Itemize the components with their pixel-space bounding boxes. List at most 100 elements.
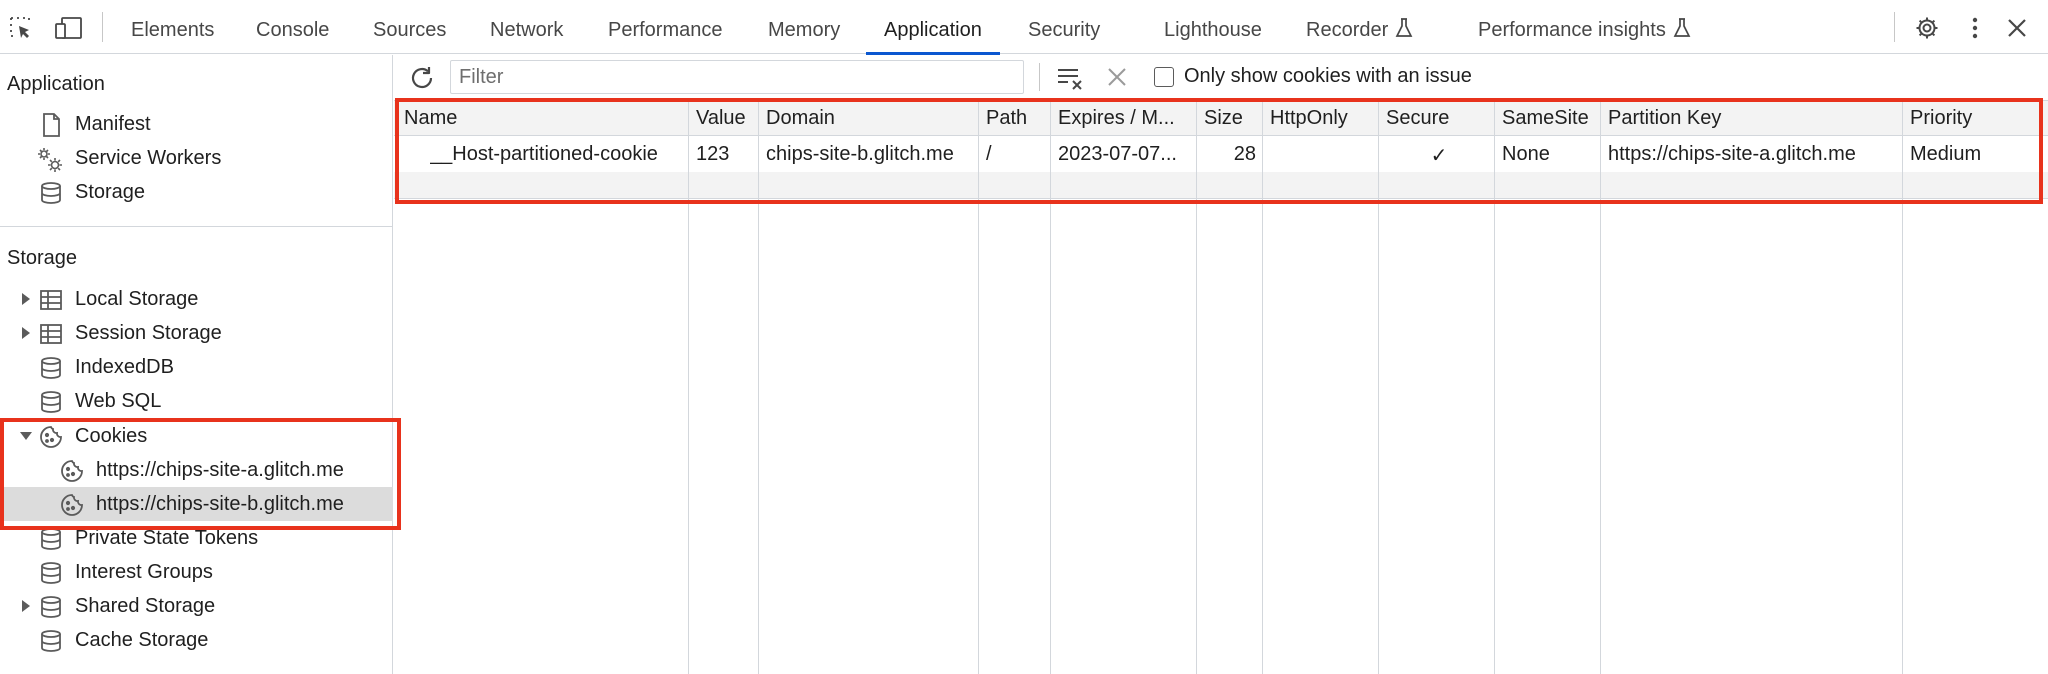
cookie-priority-cell[interactable]: Medium bbox=[1910, 143, 1982, 165]
sidebar-item-label: Local Storage bbox=[75, 288, 199, 310]
cookie-size-cell[interactable]: 28 bbox=[1233, 143, 1256, 165]
sidebar-item-private-state-tokens[interactable]: Private State Tokens bbox=[0, 521, 393, 555]
column-header-secure[interactable]: Secure bbox=[1386, 107, 1450, 129]
device-toolbar-icon[interactable] bbox=[54, 15, 82, 41]
table-icon bbox=[38, 287, 64, 313]
sidebar-item-label: Shared Storage bbox=[75, 595, 216, 617]
column-header-size[interactable]: Size bbox=[1204, 107, 1243, 129]
sidebar-item-label: https://chips-site-a.glitch.me bbox=[96, 459, 344, 481]
expand-arrow-icon[interactable] bbox=[20, 600, 32, 612]
sidebar-item-label: Private State Tokens bbox=[75, 527, 259, 549]
sidebar-item-label: Cache Storage bbox=[75, 629, 209, 651]
column-divider bbox=[1196, 100, 1197, 674]
database-icon bbox=[38, 389, 64, 415]
cookie-name-cell[interactable]: __Host-partitioned-cookie bbox=[430, 143, 658, 165]
column-header-path[interactable]: Path bbox=[986, 107, 1028, 129]
cookies-toolbar: Only show cookies with an issue bbox=[394, 55, 2048, 99]
cookie-domain-cell[interactable]: chips-site-b.glitch.me bbox=[766, 143, 954, 165]
tab-application[interactable]: Application bbox=[866, 0, 1000, 55]
column-header-priority[interactable]: Priority bbox=[1910, 107, 1973, 129]
more-options-icon[interactable] bbox=[1962, 15, 1988, 41]
sidebar-item-web-sql[interactable]: Web SQL bbox=[0, 384, 393, 418]
tab-sources[interactable]: Sources bbox=[373, 19, 447, 41]
sidebar-divider bbox=[0, 226, 393, 227]
column-divider bbox=[688, 100, 689, 674]
sidebar-item-label: Cookies bbox=[75, 425, 148, 447]
sidebar-item-manifest[interactable]: Manifest bbox=[0, 107, 393, 141]
sidebar-section-storage: Storage bbox=[7, 247, 78, 269]
column-header-expires[interactable]: Expires / M... bbox=[1058, 107, 1175, 129]
sidebar-item-cookies[interactable]: Cookies bbox=[0, 419, 393, 453]
application-sidebar: Application Manifest Service Workers Sto… bbox=[0, 55, 393, 674]
cookies-panel: Only show cookies with an issue Name Val… bbox=[394, 55, 2048, 674]
column-divider bbox=[1600, 100, 1601, 674]
database-icon bbox=[38, 180, 64, 206]
sidebar-item-service-workers[interactable]: Service Workers bbox=[0, 141, 393, 175]
tab-network[interactable]: Network bbox=[490, 19, 564, 41]
tab-performance[interactable]: Performance bbox=[608, 19, 723, 41]
sidebar-item-session-storage[interactable]: Session Storage bbox=[0, 316, 393, 350]
refresh-icon[interactable] bbox=[408, 64, 436, 92]
column-header-domain[interactable]: Domain bbox=[766, 107, 835, 129]
collapse-arrow-icon[interactable] bbox=[20, 430, 32, 442]
sidebar-item-indexeddb[interactable]: IndexedDB bbox=[0, 350, 393, 384]
cookie-icon bbox=[59, 492, 85, 518]
column-header-value[interactable]: Value bbox=[696, 107, 746, 129]
column-divider bbox=[1378, 100, 1379, 674]
sidebar-item-cookies-site-a[interactable]: https://chips-site-a.glitch.me bbox=[0, 453, 393, 487]
tab-elements[interactable]: Elements bbox=[131, 19, 215, 41]
sidebar-item-shared-storage[interactable]: Shared Storage bbox=[0, 589, 393, 623]
document-icon bbox=[38, 112, 64, 138]
tab-console[interactable]: Console bbox=[256, 19, 330, 41]
tab-memory[interactable]: Memory bbox=[768, 19, 841, 41]
sidebar-item-storage-overview[interactable]: Storage bbox=[0, 175, 393, 209]
expand-arrow-icon[interactable] bbox=[20, 327, 32, 339]
gear-icon[interactable] bbox=[1914, 15, 1940, 41]
tab-security[interactable]: Security bbox=[1028, 19, 1101, 41]
clear-filtered-cookies-icon[interactable] bbox=[1056, 64, 1086, 92]
toolbar-separator bbox=[102, 12, 103, 42]
database-icon bbox=[38, 560, 64, 586]
tab-performance-insights[interactable]: Performance insights bbox=[1478, 0, 1692, 54]
sidebar-item-label: Session Storage bbox=[75, 322, 222, 344]
cookie-secure-cell[interactable]: ✓ bbox=[1430, 145, 1448, 167]
sidebar-item-interest-groups[interactable]: Interest Groups bbox=[0, 555, 393, 589]
table-icon bbox=[38, 321, 64, 347]
tab-lighthouse[interactable]: Lighthouse bbox=[1164, 19, 1262, 41]
database-icon bbox=[38, 355, 64, 381]
cookie-samesite-cell[interactable]: None bbox=[1502, 143, 1550, 165]
column-header-partition-key[interactable]: Partition Key bbox=[1608, 107, 1722, 129]
cookie-path-cell[interactable]: / bbox=[986, 143, 992, 165]
close-icon[interactable] bbox=[2004, 15, 2030, 41]
tab-recorder[interactable]: Recorder bbox=[1306, 0, 1414, 54]
only-issues-checkbox[interactable] bbox=[1154, 67, 1174, 87]
sidebar-item-label: https://chips-site-b.glitch.me bbox=[96, 493, 344, 515]
column-header-name[interactable]: Name bbox=[404, 107, 458, 129]
column-header-httponly[interactable]: HttpOnly bbox=[1270, 107, 1348, 129]
database-icon bbox=[38, 526, 64, 552]
tab-performance-insights-label: Performance insights bbox=[1478, 19, 1666, 41]
expand-arrow-icon[interactable] bbox=[20, 293, 32, 305]
column-divider bbox=[1262, 100, 1263, 674]
inspect-element-icon[interactable] bbox=[8, 15, 34, 41]
filter-input[interactable] bbox=[450, 60, 1024, 94]
database-icon bbox=[38, 628, 64, 654]
flask-icon bbox=[1672, 17, 1692, 39]
sidebar-item-local-storage[interactable]: Local Storage bbox=[0, 282, 393, 316]
sidebar-item-cookies-site-b[interactable]: https://chips-site-b.glitch.me bbox=[0, 487, 393, 521]
column-divider bbox=[978, 100, 979, 674]
devtools-tab-bar: Elements Console Sources Network Perform… bbox=[0, 0, 2048, 55]
cookie-value-cell[interactable]: 123 bbox=[696, 143, 730, 165]
sidebar-item-label: Service Workers bbox=[75, 147, 222, 169]
sidebar-item-label: Manifest bbox=[75, 113, 151, 135]
sidebar-item-cache-storage[interactable]: Cache Storage bbox=[0, 623, 393, 657]
sidebar-item-label: Interest Groups bbox=[75, 561, 213, 583]
delete-cookie-icon[interactable] bbox=[1106, 66, 1128, 88]
cookie-expires-cell[interactable]: 2023-07-07... bbox=[1058, 143, 1177, 165]
database-icon bbox=[38, 594, 64, 620]
column-header-samesite[interactable]: SameSite bbox=[1502, 107, 1589, 129]
tab-recorder-label: Recorder bbox=[1306, 19, 1389, 41]
only-issues-label: Only show cookies with an issue bbox=[1184, 65, 1472, 87]
cookie-partition-key-cell[interactable]: https://chips-site-a.glitch.me bbox=[1608, 143, 1856, 165]
toolbar-separator bbox=[1894, 12, 1895, 42]
